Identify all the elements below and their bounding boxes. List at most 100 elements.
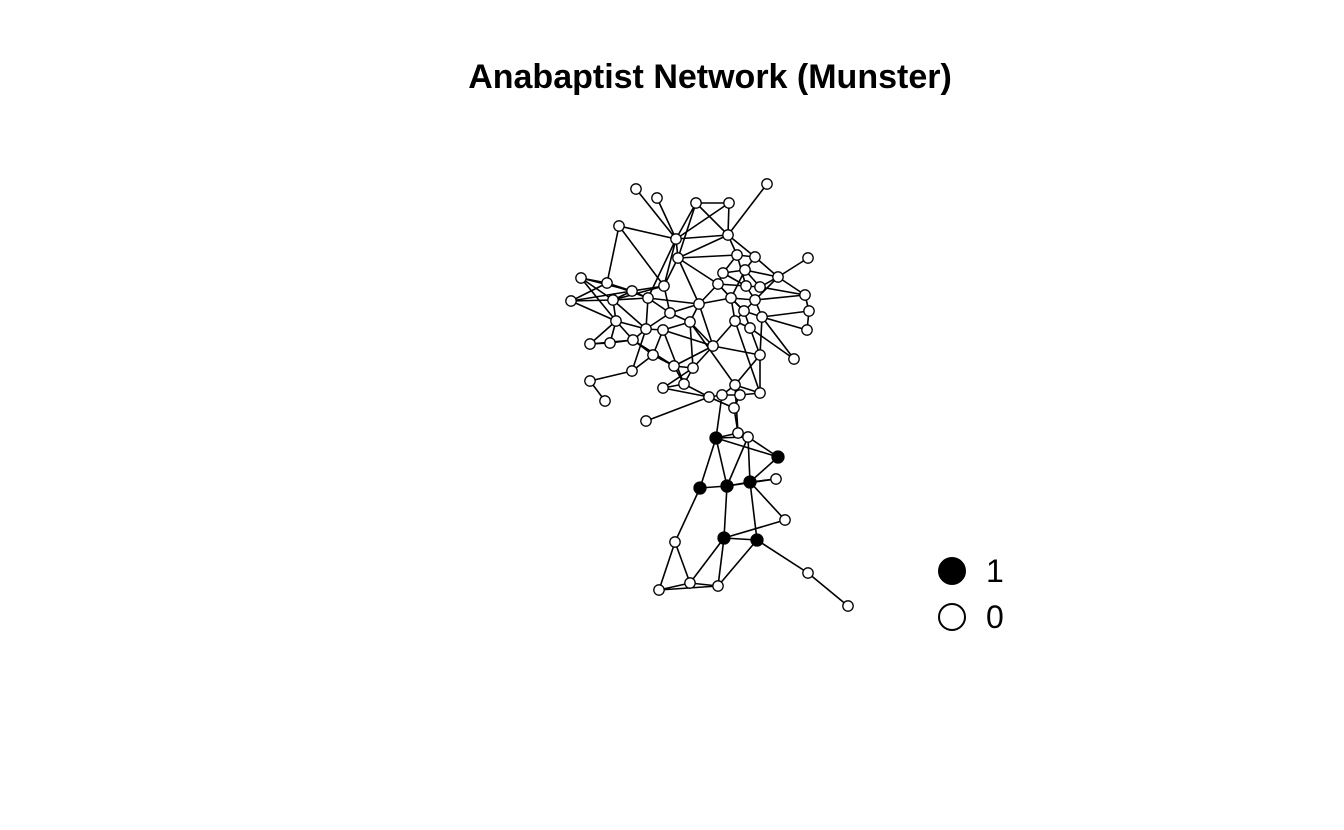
edge [677,257,700,305]
node-group-0 [670,233,682,245]
node-group-1 [717,531,731,545]
edge [618,225,677,240]
edge [677,254,738,259]
edge [570,299,614,302]
node-group-0 [604,337,616,349]
node-group-0 [744,322,756,334]
edge [756,539,809,574]
node-group-0 [739,264,751,276]
edge [698,303,714,347]
edge [631,328,647,372]
edge [663,238,677,287]
node-group-0 [678,378,690,390]
node-group-0 [754,387,766,399]
node-group-0 [684,577,696,589]
node-group-0 [728,402,740,414]
node-group-0 [640,415,652,427]
edge [695,202,729,236]
node-group-0 [788,353,800,365]
node-group-1 [709,431,723,445]
node-group-0 [640,323,652,335]
edge [727,183,768,236]
legend-label-0: 0 [986,598,1004,635]
node-group-0 [653,584,665,596]
node-group-0 [716,389,728,401]
node-group-0 [740,280,752,292]
node-group-0 [657,324,669,336]
edge [699,437,717,489]
node-group-1 [720,479,734,493]
edge [723,519,786,539]
edge [677,257,719,285]
node-group-0 [647,349,659,361]
edge [749,327,795,360]
node-group-0 [779,514,791,526]
node-group-0 [770,473,782,485]
edge [749,481,786,521]
edge [689,537,725,584]
edge [677,234,729,259]
edge [570,300,617,322]
node-group-0 [801,324,813,336]
node-group-0 [627,334,639,346]
node-group-0 [613,220,625,232]
node-group-0 [731,249,743,261]
node-group-0 [754,349,766,361]
node-group-0 [601,277,613,289]
node-group-0 [657,382,669,394]
edge [726,436,749,487]
node-group-0 [717,267,729,279]
edge [675,202,697,240]
edge [747,436,751,483]
node-group-0 [799,289,811,301]
edge [761,316,808,331]
edge [712,345,761,356]
node-group-0 [772,271,784,283]
node-group-0 [742,431,754,443]
node-group-0 [684,316,696,328]
edge [612,299,647,330]
node-group-0 [712,278,724,290]
node-group-0 [672,252,684,264]
node-group-0 [761,178,773,190]
legend-entry-0: 0 [938,594,1004,640]
edge [749,481,758,541]
edge [677,202,697,259]
edge [674,487,701,543]
node-group-0 [802,252,814,264]
node-group-0 [651,192,663,204]
edge [658,541,676,591]
node-group-0 [575,272,587,284]
legend-dot-empty [938,603,966,631]
node-group-1 [750,533,764,547]
node-group-0 [599,395,611,407]
node-group-0 [664,307,676,319]
edge [689,321,694,369]
node-group-0 [626,365,638,377]
node-group-1 [771,450,785,464]
edge [715,437,728,487]
edge [675,202,730,240]
node-group-0 [642,292,654,304]
node-group-0 [749,251,761,263]
edge [717,539,758,587]
nodes-layer [565,178,854,612]
node-group-0 [584,338,596,350]
node-group-0 [626,285,638,297]
chart-title: Anabaptist Network (Munster) [468,58,952,96]
node-group-0 [738,305,750,317]
node-group-0 [658,280,670,292]
edge [606,225,620,284]
node-group-0 [725,292,737,304]
edge [656,197,677,240]
node-group-0 [754,281,766,293]
node-group-0 [842,600,854,612]
node-group-0 [668,360,680,372]
edge [580,277,617,322]
node-group-0 [729,379,741,391]
edge [715,394,723,439]
node-group-0 [687,362,699,374]
edge [618,225,665,287]
edge [589,370,633,382]
